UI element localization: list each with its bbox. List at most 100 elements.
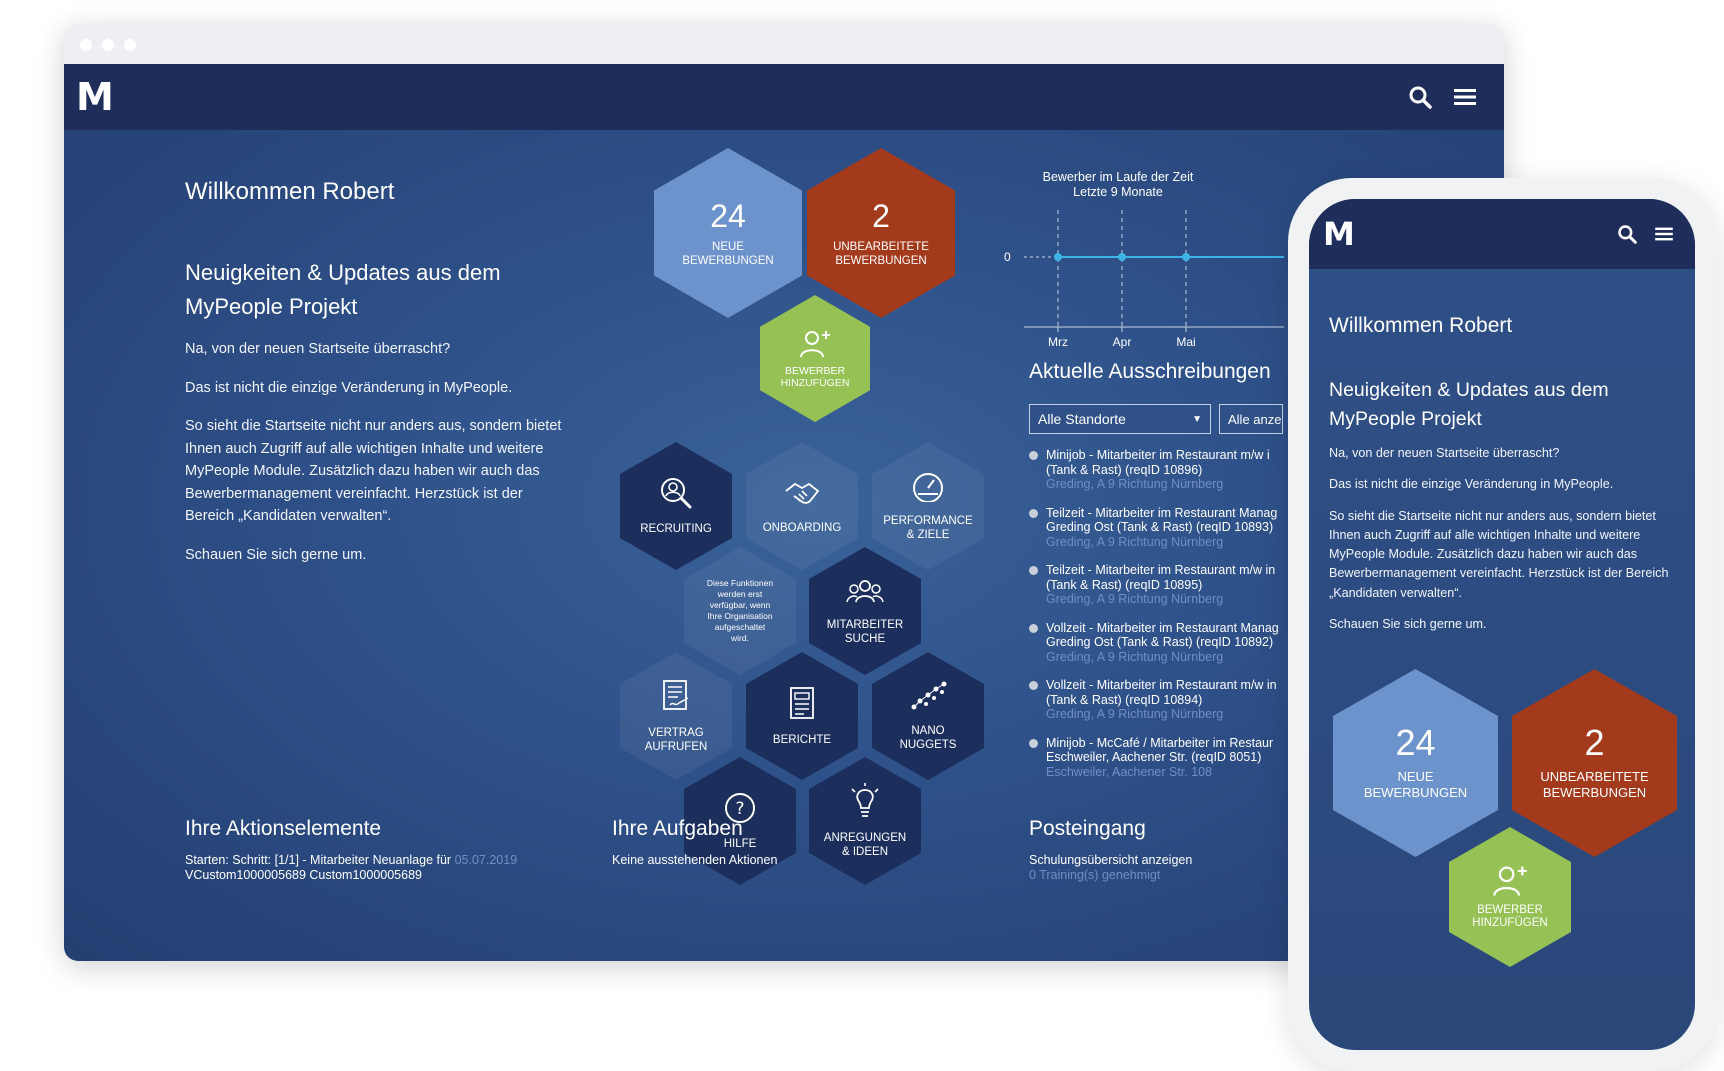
tasks-section: Ihre Aufgaben Keine ausstehenden Aktione… <box>612 817 912 868</box>
action-items-section: Ihre Aktionselemente Starten: Schritt: [… <box>185 817 565 883</box>
new-applications-count: 24 <box>1395 722 1436 763</box>
news-paragraph: Das ist nicht die einzige Veränderung in… <box>185 379 513 396</box>
unprocessed-count: 2 <box>1584 722 1605 763</box>
performance-icon <box>913 473 943 502</box>
job-item-detail: Greding Ost (Tank & Rast) (reqID 10893) <box>1046 520 1274 534</box>
unprocessed-applications-tile[interactable]: 2 UNBEARBEITETE BEWERBUNGEN <box>807 148 955 318</box>
unavailable-note-tile: Diese Funktionen werden erst verfügbar, … <box>684 547 796 675</box>
job-item-title[interactable]: Vollzeit - Mitarbeiter im Restaurant Man… <box>1046 620 1279 635</box>
job-item-title[interactable]: Vollzeit - Mitarbeiter im Restaurant m/w… <box>1046 678 1277 692</box>
chart-title: Bewerber im Laufe der Zeit <box>1042 170 1194 184</box>
recruiting-label: RECRUITING <box>640 523 712 535</box>
location-filter-value: Alle Standorte <box>1038 411 1126 427</box>
action-items-heading: Ihre Aktionselemente <box>185 817 382 840</box>
menu-icon[interactable] <box>1655 226 1673 242</box>
job-item-title[interactable]: Minijob - McCafé / Mitarbeiter im Restau… <box>1046 735 1274 750</box>
new-applications-label: NEUE BEWERBUNGEN <box>1363 769 1468 800</box>
new-applications-tile[interactable]: 24 NEUE BEWERBUNGEN <box>654 148 802 318</box>
action-item-text[interactable]: Starten: Schritt: [1/1] - Mitarbeiter Ne… <box>185 853 452 867</box>
y-tick-label: 0 <box>1004 250 1011 264</box>
onboarding-tile[interactable]: ONBOARDING <box>746 442 858 570</box>
bullet-icon <box>1029 451 1038 460</box>
news-heading: Neuigkeiten & Updates aus dem MyPeople P… <box>185 260 501 319</box>
job-item-body: Minijob - McCafé / Mitarbeiter im Restau… <box>1046 736 1273 780</box>
news-heading: Neuigkeiten & Updates aus dem MyPeople P… <box>1329 379 1609 430</box>
job-item-detail: (Tank & Rast) (reqID 10894) <box>1046 692 1203 707</box>
job-item[interactable]: Minijob - Mitarbeiter im Restaurant m/w … <box>1029 448 1369 492</box>
employee-search-icon <box>846 580 884 603</box>
welcome-heading: Willkommen Robert <box>185 178 395 205</box>
window-dot[interactable] <box>102 39 114 51</box>
chart-subtitle: Letzte 9 Monate <box>1073 185 1163 199</box>
job-item[interactable]: Minijob - McCafé / Mitarbeiter im Restau… <box>1029 736 1369 780</box>
job-item[interactable]: Teilzeit - Mitarbeiter im Restaurant Man… <box>1029 506 1369 550</box>
job-item-title[interactable]: Teilzeit - Mitarbeiter im Restaurant Man… <box>1046 505 1278 520</box>
nano-nuggets-tile[interactable]: NANO NUGGETS <box>872 652 984 780</box>
desktop-window: M Willkommen Robert Neuigkeiten & Update… <box>64 24 1504 961</box>
bullet-icon <box>1029 508 1038 518</box>
browser-chrome <box>64 24 1504 64</box>
bullet-icon <box>1029 566 1038 575</box>
contract-icon <box>663 680 689 710</box>
new-applications-tile[interactable]: 24 NEUE BEWERBUNGEN <box>1333 669 1498 857</box>
onboarding-icon <box>785 482 820 504</box>
unavailable-note: Diese Funktionen werden erst verfügbar, … <box>706 578 774 643</box>
reports-icon <box>790 687 814 719</box>
unprocessed-count: 2 <box>872 198 890 234</box>
job-item-body: Minijob - Mitarbeiter im Restaurant m/w … <box>1046 448 1270 492</box>
unprocessed-applications-tile[interactable]: 2 UNBEARBEITETE BEWERBUNGEN <box>1512 669 1677 857</box>
add-person-icon <box>1493 866 1527 896</box>
window-dot[interactable] <box>80 39 92 51</box>
x-tick-label: Mrz <box>1048 335 1068 349</box>
inbox-training-link[interactable]: Schulungsübersicht anzeigen <box>1029 853 1193 867</box>
contract-tile[interactable]: VERTRAG AUFRUFEN <box>620 652 732 780</box>
inbox-heading: Posteingang <box>1029 817 1146 840</box>
display-filter[interactable]: Alle anze <box>1219 404 1283 434</box>
news-paragraph: Das ist nicht die einzige Veränderung in… <box>1329 477 1614 492</box>
window-dot[interactable] <box>124 39 136 51</box>
news-column: Willkommen Robert Neuigkeiten & Updates … <box>185 178 565 566</box>
job-item-title[interactable]: Minijob - Mitarbeiter im Restaurant m/w … <box>1046 448 1270 462</box>
employee-search-tile[interactable]: MITARBEITER SUCHE <box>809 547 921 675</box>
action-item-custom: VCustom1000005689 Custom1000005689 <box>185 868 422 882</box>
job-item-body: Teilzeit - Mitarbeiter im Restaurant m/w… <box>1046 563 1275 607</box>
x-tick-label: Mai <box>1176 335 1195 349</box>
recruiting-tile[interactable]: RECRUITING <box>620 442 732 570</box>
new-applications-label: NEUE BEWERBUNGEN <box>682 241 774 267</box>
job-item-location: Greding, A 9 Richtung Nürnberg <box>1046 592 1224 606</box>
tasks-heading: Ihre Aufgaben <box>612 817 743 840</box>
reports-tile[interactable]: BERICHTE <box>746 652 858 780</box>
welcome-heading: Willkommen Robert <box>1329 314 1513 337</box>
data-point <box>1182 253 1190 261</box>
job-item-location: Greding, A 9 Richtung Nürnberg <box>1046 649 1224 664</box>
mcdonalds-logo[interactable]: M <box>76 75 114 119</box>
menu-icon[interactable] <box>1454 87 1476 107</box>
recruiting-icon <box>661 478 692 509</box>
news-paragraph: Schauen Sie sich gerne um. <box>185 546 367 563</box>
job-postings: Aktuelle Ausschreibungen Alle Standorte … <box>1029 360 1369 779</box>
performance-tile[interactable]: PERFORMANCE & ZIELE <box>872 442 984 570</box>
employee-search-label: MITARBEITER SUCHE <box>826 619 904 645</box>
dashboard: Willkommen Robert Neuigkeiten & Updates … <box>64 130 1504 961</box>
bullet-icon <box>1029 738 1038 748</box>
search-icon[interactable] <box>1617 224 1637 244</box>
job-item[interactable]: Vollzeit - Mitarbeiter im Restaurant Man… <box>1029 621 1369 665</box>
action-item-date: 05.07.2019 <box>454 853 518 867</box>
job-item-detail: (Tank & Rast) (reqID 10896) <box>1046 462 1203 477</box>
location-filter[interactable]: Alle Standorte ▼ <box>1029 404 1211 434</box>
job-item[interactable]: Teilzeit - Mitarbeiter im Restaurant m/w… <box>1029 563 1369 607</box>
add-applicant-tile[interactable]: BEWERBER HINZUFÜGEN <box>760 295 870 422</box>
mcdonalds-logo[interactable]: M <box>1323 215 1355 253</box>
add-applicant-tile[interactable]: BEWERBER HINZUFÜGEN <box>1449 827 1571 967</box>
news-paragraph: Schauen Sie sich gerne um. <box>1329 617 1487 632</box>
job-item[interactable]: Vollzeit - Mitarbeiter im Restaurant m/w… <box>1029 678 1369 722</box>
data-point <box>1118 253 1126 261</box>
bullet-icon <box>1029 681 1038 690</box>
new-applications-count: 24 <box>710 198 746 234</box>
job-item-title[interactable]: Teilzeit - Mitarbeiter im Restaurant m/w… <box>1046 563 1276 577</box>
news-paragraph: Na, von der neuen Startseite überrascht? <box>1329 446 1560 460</box>
search-icon[interactable] <box>1408 85 1432 109</box>
job-item-detail: (Tank & Rast) (reqID 10895) <box>1046 577 1203 592</box>
reports-label: BERICHTE <box>772 734 832 746</box>
